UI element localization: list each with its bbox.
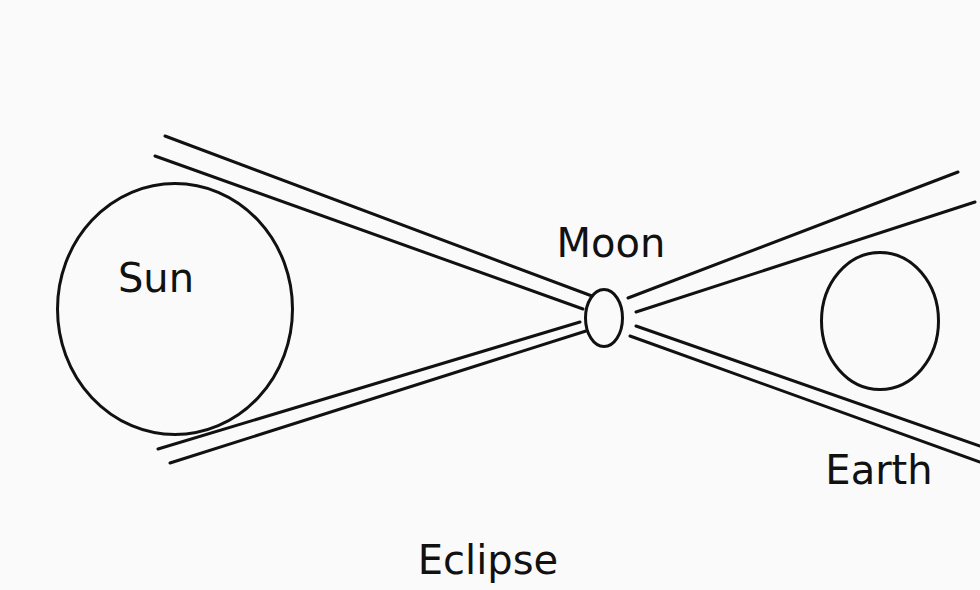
ray-line — [636, 202, 975, 312]
sun-circle: Sun — [56, 182, 294, 436]
ray-line — [630, 336, 980, 462]
shape-outline — [56, 182, 294, 436]
moon-ellipse: Moon — [584, 288, 624, 348]
ray-line — [155, 156, 583, 309]
diagram-caption: Eclipse — [418, 538, 558, 582]
body-outline — [822, 253, 939, 390]
body-outline — [586, 290, 623, 347]
shape-outline — [584, 288, 624, 348]
ray-line — [170, 331, 586, 463]
body-label: Sun — [118, 256, 194, 300]
shape-outline — [820, 251, 940, 391]
ray-line — [628, 172, 958, 298]
body-label: Earth — [825, 448, 932, 492]
body-label: Moon — [557, 221, 666, 265]
body-outline — [58, 184, 293, 435]
ray-line — [636, 326, 980, 446]
ray-line — [165, 136, 592, 296]
earth-circle: Earth — [820, 251, 940, 391]
ray-line — [158, 322, 580, 449]
